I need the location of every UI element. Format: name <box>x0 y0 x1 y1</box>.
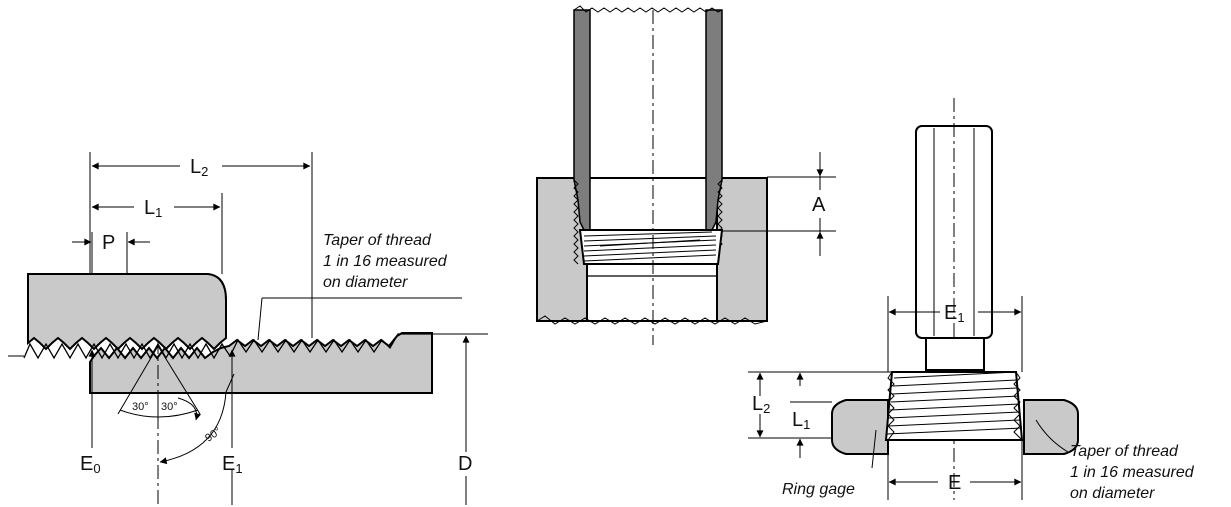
right-ring-gage-view: E1 L2 L1 E Ring gage Taper of thread 1 i… <box>748 98 1195 502</box>
left-angle-30-left: 30° <box>132 401 149 413</box>
left-label-D: D <box>458 453 472 475</box>
right-label-E1: E1 <box>944 302 965 325</box>
left-angle-30-right: 30° <box>161 401 178 413</box>
right-taper-note-line2: 1 in 16 measured <box>1070 464 1195 481</box>
right-taper-note-line1: Taper of thread <box>1070 443 1179 460</box>
left-taper-note-line2: 1 in 16 measured <box>323 253 448 270</box>
left-label-P: P <box>102 232 115 254</box>
middle-label-A: A <box>812 194 826 216</box>
left-label-E0: E0 <box>80 453 101 476</box>
pipe-body-lower <box>89 332 433 394</box>
left-taper-note-line1: Taper of thread <box>323 232 432 249</box>
left-label-E1: E1 <box>222 453 243 476</box>
right-ring-gage-label: Ring gage <box>782 481 855 498</box>
thread-profile-line <box>23 333 432 360</box>
right-label-E: E <box>948 472 961 494</box>
right-taper-note-line3: on diameter <box>1070 485 1155 502</box>
left-angle-90: 90° <box>203 425 224 444</box>
left-label-L1: L1 <box>144 197 162 220</box>
right-label-L1: L1 <box>792 409 810 432</box>
left-taper-note-line3: on diameter <box>323 274 408 291</box>
right-label-L2: L2 <box>752 393 770 416</box>
left-thread-profile-view: L2 L1 P Taper of thread 1 in 16 measured… <box>8 152 488 505</box>
gage-body-upper <box>27 273 227 351</box>
left-label-L2: L2 <box>190 156 208 179</box>
middle-plug-in-ring-view: A <box>536 5 836 345</box>
